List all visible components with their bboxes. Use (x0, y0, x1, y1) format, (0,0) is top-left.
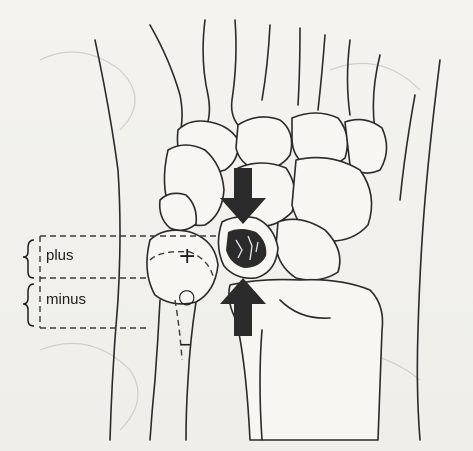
minus-label: minus (46, 291, 86, 308)
plus-label: plus (46, 247, 74, 264)
minus-sign: – (180, 334, 191, 356)
zero-sign: ○ (178, 286, 195, 306)
plus-sign: + (178, 246, 196, 268)
